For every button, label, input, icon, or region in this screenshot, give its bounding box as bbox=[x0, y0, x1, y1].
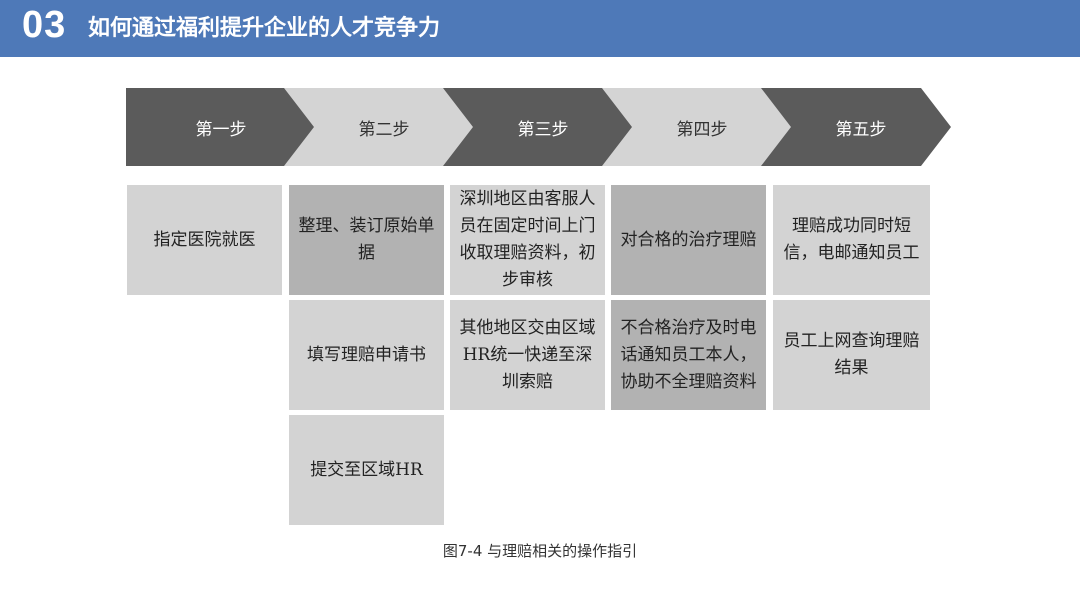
step-2-box-2: 填写理赔申请书 bbox=[289, 300, 444, 410]
header-bar: 03 如何通过福利提升企业的人才竞争力 bbox=[0, 0, 1080, 57]
step-4-box-1: 对合格的治疗理赔 bbox=[611, 185, 766, 295]
step-4-label: 第四步 bbox=[676, 119, 728, 140]
step-3-box-1: 深圳地区由客服人员在固定时间上门收取理赔资料，初步审核 bbox=[450, 185, 605, 295]
step-4-box-2: 不合格治疗及时电话通知员工本人，协助不全理赔资料 bbox=[611, 300, 766, 410]
step-4-chevron: 第四步 bbox=[602, 88, 792, 166]
step-1-label: 第一步 bbox=[195, 119, 247, 140]
step-5-box-1: 理赔成功同时短信，电邮通知员工 bbox=[773, 185, 930, 295]
step-5-label: 第五步 bbox=[835, 119, 887, 140]
step-2-box-3: 提交至区域HR bbox=[289, 415, 444, 525]
step-5-chevron: 第五步 bbox=[761, 88, 951, 166]
section-number: 03 bbox=[22, 4, 67, 46]
step-3-box-2: 其他地区交由区域HR统一快递至深圳索赔 bbox=[450, 300, 605, 410]
step-3-label: 第三步 bbox=[517, 119, 569, 140]
step-2-label: 第二步 bbox=[358, 119, 410, 140]
step-5-box-2: 员工上网查询理赔结果 bbox=[773, 300, 930, 410]
step-3-chevron: 第三步 bbox=[443, 88, 633, 166]
step-2-box-1: 整理、装订原始单据 bbox=[289, 185, 444, 295]
page-title: 如何通过福利提升企业的人才竞争力 bbox=[88, 16, 441, 41]
step-1-box-1: 指定医院就医 bbox=[127, 185, 282, 295]
figure-caption: 图7-4 与理赔相关的操作指引 bbox=[442, 542, 638, 560]
step-2-chevron: 第二步 bbox=[284, 88, 474, 166]
step-1-chevron: 第一步 bbox=[126, 88, 316, 166]
